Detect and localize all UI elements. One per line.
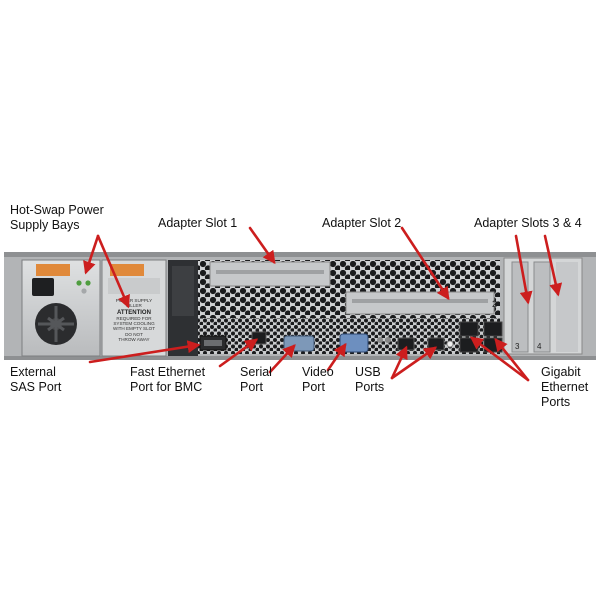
gigabit-port-2 [484,322,502,336]
filler-label-5: WITH EMPTY SLOT [113,326,155,331]
label-video-port: Video Port [302,365,334,395]
label-line: Video [302,365,334,380]
label-line: Supply Bays [10,218,104,233]
label-external-sas-port: External SAS Port [10,365,61,395]
label-line: Hot-Swap Power [10,203,104,218]
label-line: Ethernet [541,380,588,395]
slot-2-rail [352,299,488,303]
filler-label-7: THROW AWAY [118,337,149,342]
screw [377,337,383,343]
label-line: USB [355,365,384,380]
label-line: Serial [240,365,272,380]
label-line: External [10,365,61,380]
screw [385,337,391,343]
label-line: Port [240,380,272,395]
label-line: Fast Ethernet [130,365,205,380]
label-serial-port: Serial Port [240,365,272,395]
adapter-slot-4 [534,262,550,352]
label-gigabit-ethernet: Gigabit Ethernet Ports [541,365,588,410]
power-supply-bay-1 [22,260,100,356]
gigabit-port-1 [460,322,478,336]
label-usb-ports: USB Ports [355,365,384,395]
label-fast-ethernet-bmc: Fast Ethernet Port for BMC [130,365,205,395]
cable-arm-bracket [172,266,194,316]
status-led [85,280,90,285]
indicator-led [447,341,453,347]
power-supply-bay-2: POWER SUPPLY FILLER ATTENTION REQUIRED F… [102,260,166,356]
slot-1-rail [216,270,324,274]
label-adapter-slots-3-4: Adapter Slots 3 & 4 [474,216,582,231]
label-line: Port for BMC [130,380,205,395]
label-hot-swap-power: Hot-Swap Power Supply Bays [10,203,104,233]
chassis-bottom-edge [4,356,596,360]
status-led [76,280,81,285]
label-adapter-slot-2: Adapter Slot 2 [322,216,401,231]
label-line: SAS Port [10,380,61,395]
slot-number-3: 3 [515,342,520,351]
slot-number-4: 4 [537,342,542,351]
release-tab-1 [36,264,70,276]
video-port [340,334,368,352]
serial-port [284,336,314,351]
label-line: Port [302,380,334,395]
adapter-slots-3-4: 3 4 [504,258,582,354]
sas-port-socket [204,340,222,346]
label-line: Gigabit [541,365,588,380]
chassis-side-rail [556,262,578,352]
label-adapter-slot-1: Adapter Slot 1 [158,216,237,231]
slot-number-2: 2 [492,299,497,309]
label-line: Ports [541,395,588,410]
adapter-slot-3 [512,262,528,352]
status-led [81,288,86,293]
power-inlet [32,278,54,296]
label-line: Ports [355,380,384,395]
